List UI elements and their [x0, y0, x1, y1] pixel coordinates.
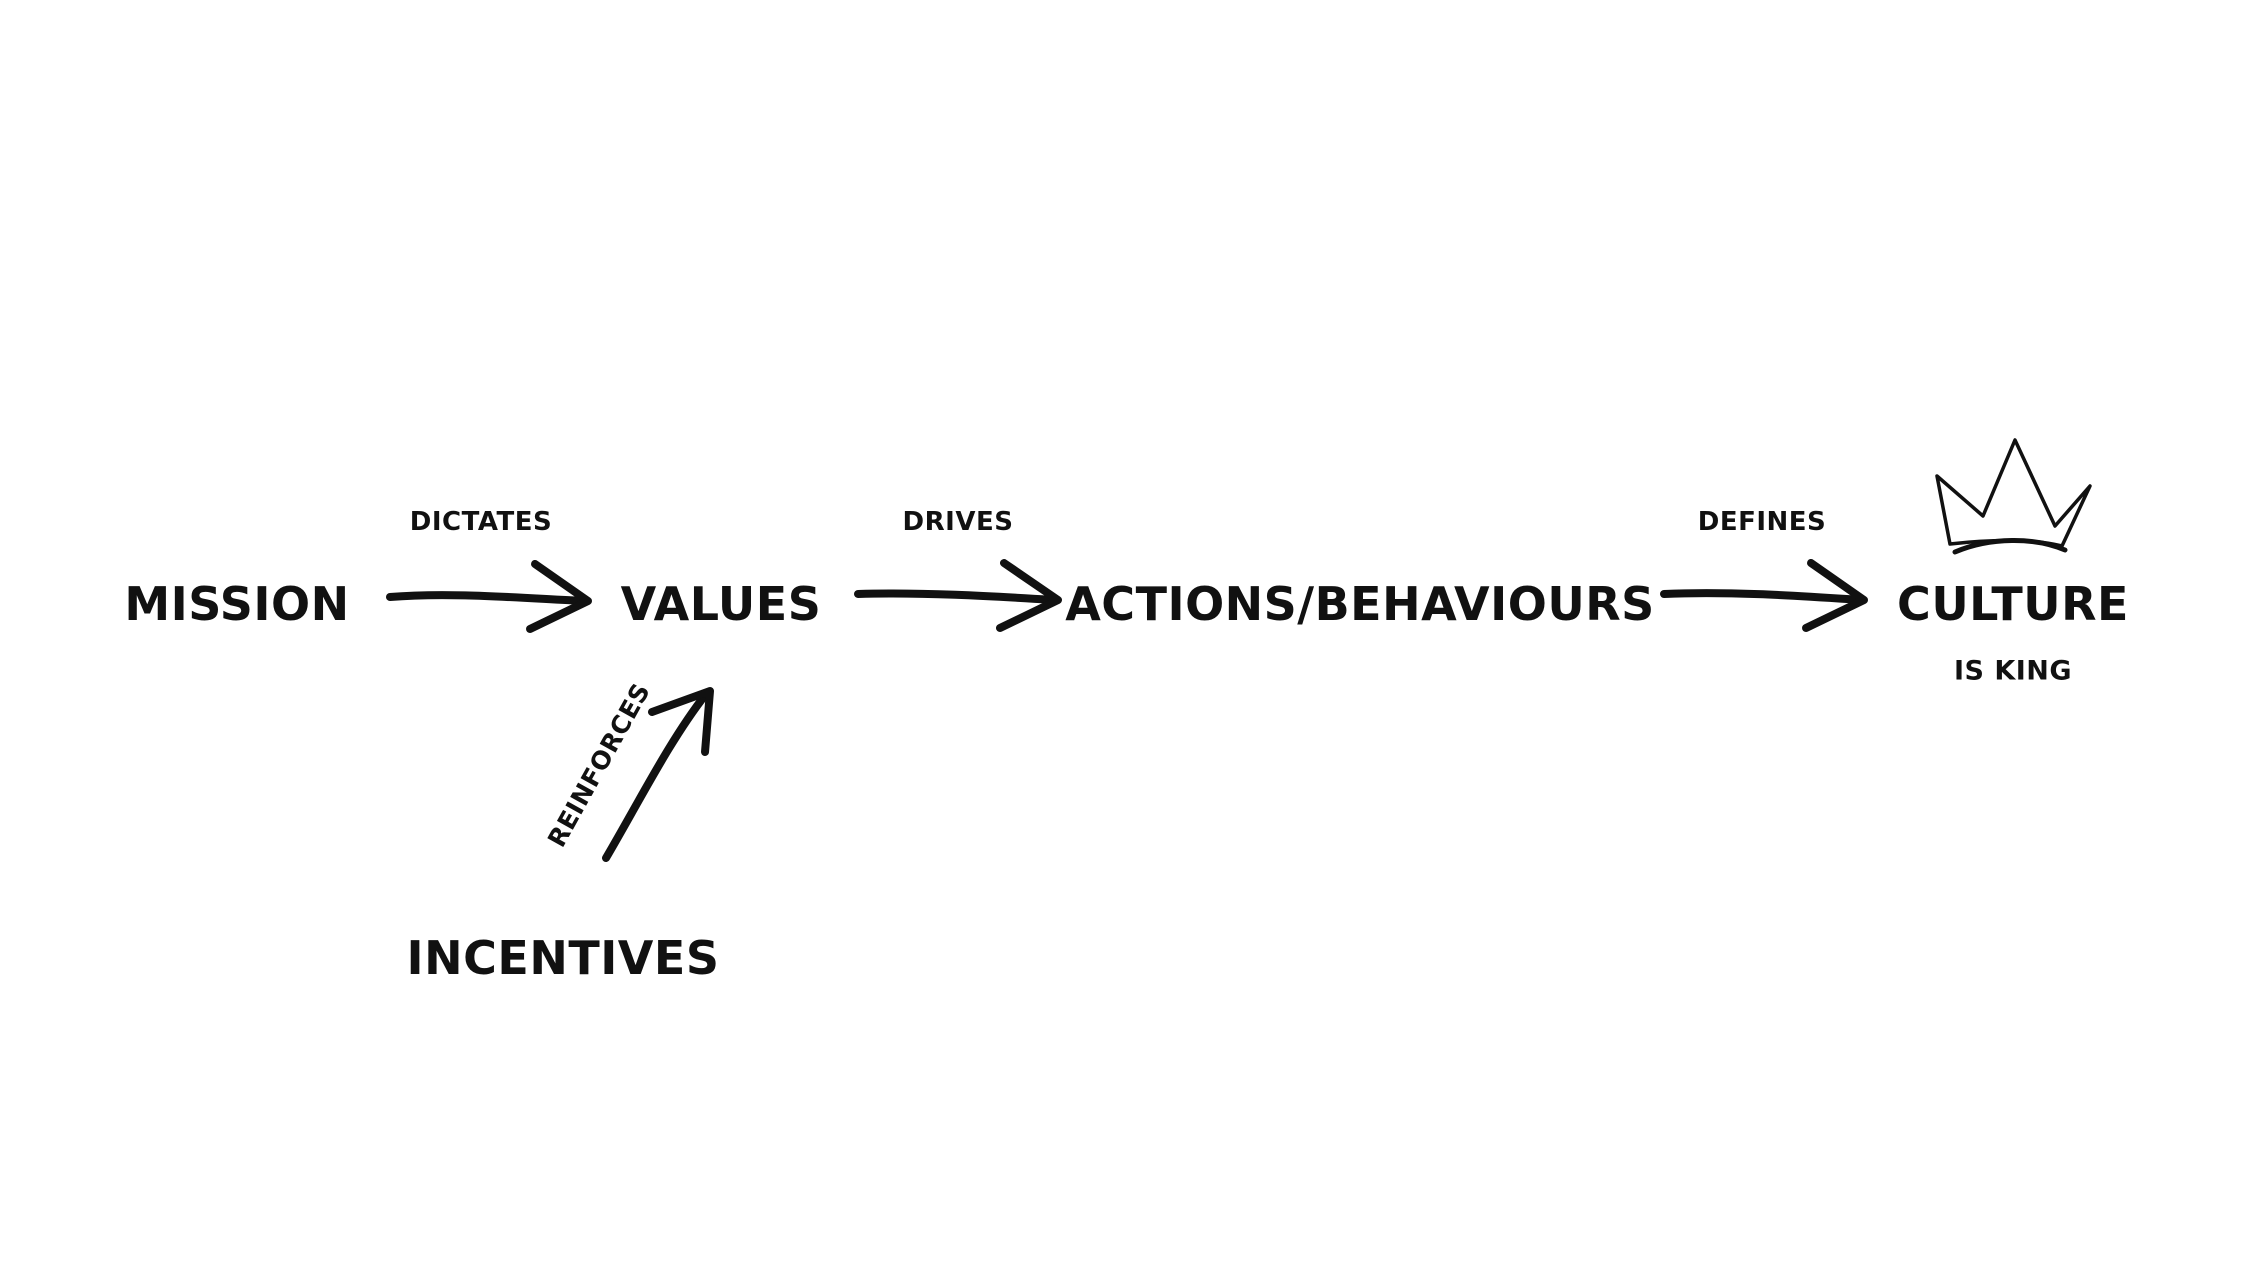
- edge-label-dictates: DICTATES: [409, 507, 553, 537]
- arrow-actions-to-culture: [1660, 559, 1868, 632]
- node-actions-behaviours: ACTIONS/BEHAVIOURS: [1065, 577, 1655, 631]
- arrow-mission-to-values: [386, 560, 592, 633]
- arrow-incentives-to-values: [602, 687, 714, 862]
- node-mission: MISSION: [124, 577, 350, 631]
- crown-icon: [1935, 438, 2092, 555]
- culture-sublabel: IS KING: [1953, 655, 2073, 687]
- node-incentives: INCENTIVES: [406, 931, 720, 985]
- edge-label-drives: DRIVES: [902, 507, 1014, 537]
- edge-label-defines: DEFINES: [1697, 507, 1827, 537]
- node-values: VALUES: [620, 577, 822, 631]
- arrow-values-to-actions: [854, 559, 1062, 632]
- node-culture: CULTURE: [1897, 577, 2129, 631]
